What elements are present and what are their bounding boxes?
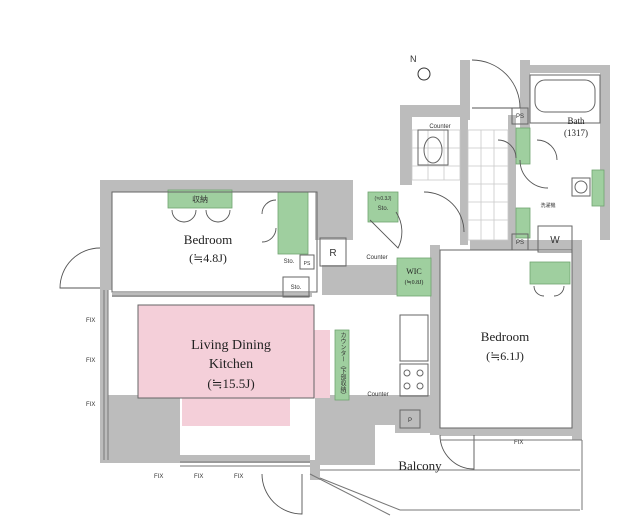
fix-left-1: FIX bbox=[86, 318, 95, 324]
fix-right: FIX bbox=[514, 440, 523, 446]
ldk-label-line2: Kitchen bbox=[209, 357, 253, 372]
counter-top-label: Counter bbox=[429, 124, 450, 130]
storage-closet-label: 収納 bbox=[192, 194, 208, 204]
counter-vertical-label: カウンター（下部収納） bbox=[339, 332, 346, 398]
tile-floor bbox=[411, 129, 509, 241]
washer-label: W bbox=[550, 235, 560, 246]
bedroom-large-label: Bedroom bbox=[481, 329, 529, 344]
fix-bottom-3: FIX bbox=[234, 474, 243, 480]
counter-left-label: Counter bbox=[366, 255, 387, 261]
north-compass-icon: N bbox=[410, 54, 431, 86]
fix-left-3: FIX bbox=[86, 402, 95, 408]
fix-bottom-2: FIX bbox=[194, 474, 203, 480]
ldk-label-line1: Living Dining bbox=[191, 338, 271, 353]
doors bbox=[59, 59, 565, 515]
ps-small-label: PS bbox=[304, 261, 311, 267]
p-box-label: P bbox=[408, 418, 412, 424]
counter-mid-label: Counter bbox=[367, 392, 388, 398]
fix-bottom-1: FIX bbox=[154, 474, 163, 480]
ldk-highlight bbox=[138, 305, 330, 426]
wic-label: WIC bbox=[406, 267, 422, 276]
sto-lower-label: Sto. bbox=[291, 285, 302, 291]
walls bbox=[100, 60, 610, 480]
sto-top-label: Sto. bbox=[378, 206, 389, 212]
storage-units bbox=[167, 127, 605, 401]
compass-north-label: N bbox=[410, 54, 417, 64]
ps-mid-label: PS bbox=[516, 240, 524, 246]
balcony-label: Balcony bbox=[398, 458, 442, 473]
ldk-size: (≒15.5J) bbox=[207, 376, 254, 391]
bedroom-large-size: (≒6.1J) bbox=[486, 349, 524, 363]
sto-small-label: Sto. bbox=[284, 259, 295, 265]
bedroom-small-label: Bedroom bbox=[184, 232, 232, 247]
wic-size: (≒0.8J) bbox=[405, 279, 424, 286]
sto-top-size: (≒0.3J) bbox=[375, 196, 392, 202]
laundry-label: 洗濯機 bbox=[540, 202, 555, 209]
bath-label: Bath bbox=[568, 116, 585, 126]
ps-top-label: PS bbox=[516, 114, 524, 120]
windows bbox=[103, 290, 583, 516]
bath-size: (1317) bbox=[564, 128, 588, 138]
bedroom-small-size: (≒4.8J) bbox=[189, 251, 227, 265]
fix-left-2: FIX bbox=[86, 358, 95, 364]
refrigerator-label: R bbox=[329, 248, 336, 259]
